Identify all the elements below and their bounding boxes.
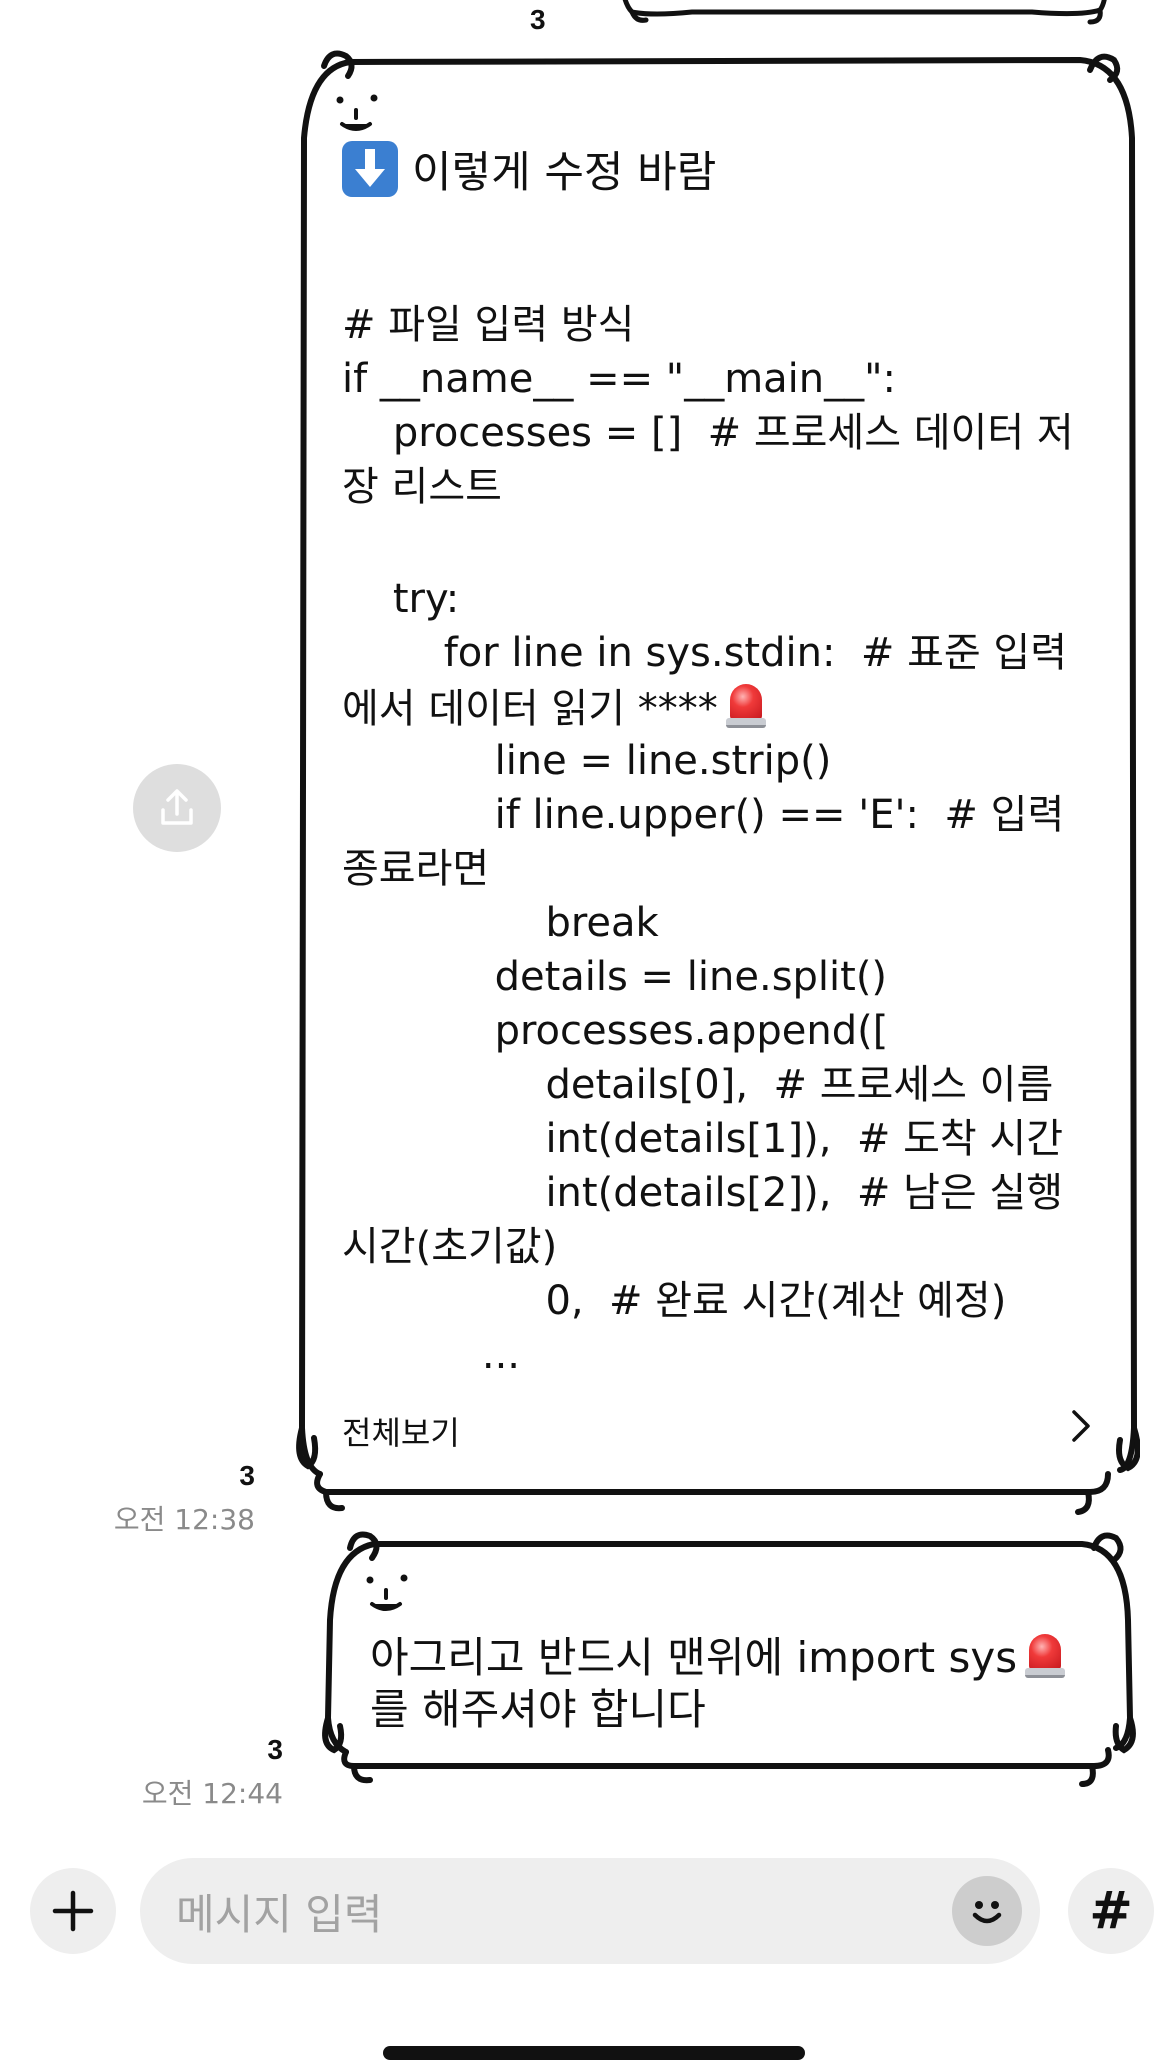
siren-icon: [724, 680, 768, 730]
down-arrow-icon: [342, 141, 398, 197]
code-line-with-siren: 에서 데이터 읽기 ****: [342, 680, 1112, 734]
code-line: ...: [342, 1332, 521, 1378]
code-line: 0, # 완료 시간(계산 예정): [342, 1278, 1007, 1324]
code-line: try:: [342, 576, 460, 622]
message-input[interactable]: 메시지 입력: [140, 1858, 1040, 1964]
message-time: 오전 12:44: [141, 1777, 283, 1810]
siren-icon: [1023, 1630, 1067, 1680]
read-count: 3: [239, 1460, 255, 1491]
code-blank-line: [342, 514, 1112, 572]
smiley-icon: [972, 1901, 1002, 1924]
code-line: if __name__ == "__main__":: [342, 356, 897, 402]
code-line: details[0], # 프로세스 이름: [342, 1062, 1054, 1108]
message-text: 아그리고 반드시 맨위에 import sys 를 해주셔야 합니다: [370, 1630, 1090, 1736]
message-line: 를 해주셔야 합니다: [370, 1685, 706, 1734]
read-count: 3: [267, 1734, 283, 1765]
code-line: # 파일 입력 방식: [342, 302, 635, 348]
share-icon: [161, 789, 193, 825]
bear-bubble-frame: [296, 50, 1140, 1515]
bear-bubble-frame: [322, 1531, 1136, 1787]
home-indicator: [383, 2046, 805, 2060]
code-line: break: [342, 900, 659, 946]
code-line: int(details[2]), # 남은 실행: [342, 1170, 1064, 1216]
previous-bubble-edge: [622, 0, 1107, 25]
code-line: 장 리스트: [342, 464, 502, 510]
code-line: int(details[1]), # 도착 시간: [342, 1116, 1064, 1162]
message-bubble-code[interactable]: 이렇게 수정 바람 # 파일 입력 방식 if __name__ == "__m…: [290, 48, 1140, 1518]
code-line: details = line.split(): [342, 954, 888, 1000]
message-time: 오전 12:38: [113, 1503, 255, 1536]
message-bubble-text[interactable]: 아그리고 반드시 맨위에 import sys 를 해주셔야 합니다: [316, 1530, 1140, 1790]
code-line: if line.upper() == 'E': # 입력: [342, 792, 1065, 838]
plus-icon: [52, 1890, 94, 1932]
chevron-right-icon[interactable]: [1060, 1406, 1100, 1446]
message-heading-text: 이렇게 수정 바람: [412, 148, 717, 198]
code-snippet: # 파일 입력 방식 if __name__ == "__main__": pr…: [342, 298, 1112, 1382]
share-button[interactable]: [133, 764, 221, 852]
code-line-text: 에서 데이터 읽기 ****: [342, 686, 718, 732]
message-line-text: 아그리고 반드시 맨위에 import sys: [370, 1633, 1018, 1682]
code-line: line = line.strip(): [342, 738, 832, 784]
read-count: 3: [530, 4, 546, 35]
code-line: processes = [] # 프로세스 데이터 저: [342, 410, 1074, 456]
code-line: processes.append([: [342, 1008, 889, 1054]
bear-face-icon: [366, 1574, 408, 1611]
code-line: 시간(초기값): [342, 1224, 558, 1270]
add-attachment-button[interactable]: [30, 1868, 116, 1954]
code-line: for line in sys.stdin: # 표준 입력: [342, 630, 1068, 676]
emoji-button[interactable]: [952, 1876, 1022, 1946]
hashtag-search-button[interactable]: #: [1068, 1868, 1154, 1954]
message-input-placeholder: 메시지 입력: [176, 1889, 383, 1939]
bear-face-icon: [336, 94, 378, 131]
message-meta: 3 오전 12:38: [114, 1460, 255, 1538]
see-all-link[interactable]: 전체보기: [342, 1414, 460, 1452]
hash-icon: #: [1089, 1881, 1133, 1941]
message-line: 아그리고 반드시 맨위에 import sys: [370, 1630, 1090, 1684]
message-heading: 이렇게 수정 바람: [342, 138, 716, 200]
message-meta: 3 오전 12:44: [142, 1734, 283, 1812]
code-line: 종료라면: [342, 846, 490, 892]
